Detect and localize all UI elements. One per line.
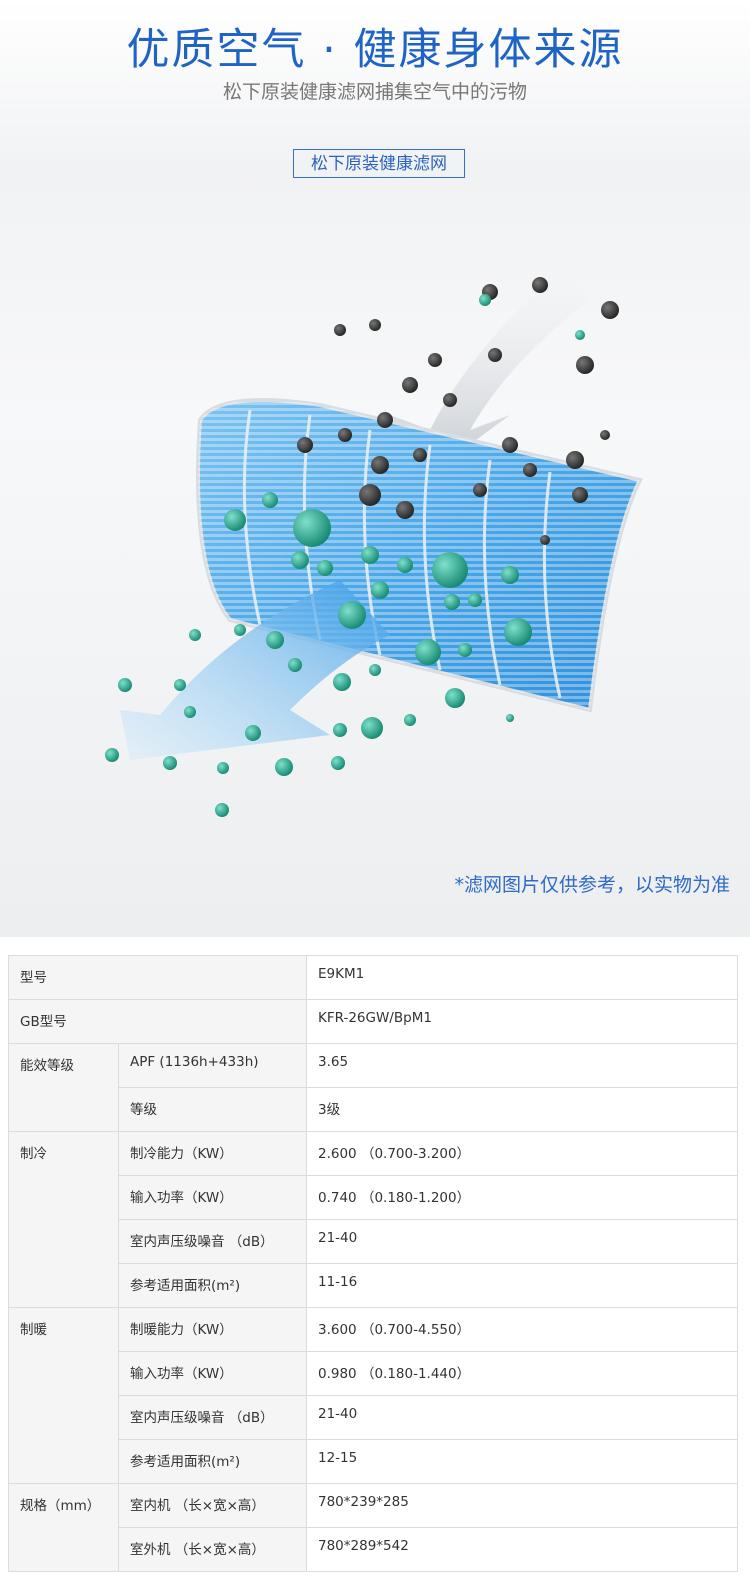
table-row: 室内声压级噪音 （dB） 21-40 — [9, 1219, 738, 1264]
outdoor-size-label: 室外机 （长×宽×高） — [118, 1527, 307, 1572]
outdoor-size-value: 780*289*542 — [306, 1527, 738, 1572]
grade-value: 3级 — [306, 1087, 738, 1132]
cooling-power-value: 0.740 （0.180-1.200） — [306, 1175, 738, 1220]
cooling-area-label: 参考适用面积(m²) — [118, 1263, 307, 1308]
heating-capacity-value: 3.600 （0.700-4.550） — [306, 1307, 738, 1352]
gb-model-value: KFR-26GW/BpM1 — [306, 999, 738, 1044]
indoor-size-value: 780*239*285 — [306, 1483, 738, 1528]
filter-badge: 松下原装健康滤网 — [293, 149, 465, 178]
table-row: 制冷 制冷能力（KW） 2.600 （0.700-3.200） — [8, 1131, 738, 1308]
grade-label: 等级 — [118, 1087, 307, 1132]
table-row: 室外机 （长×宽×高） 780*289*542 — [9, 1527, 738, 1572]
spec-table: 型号 E9KM1 GB型号 KFR-26GW/BpM1 能效等级 APF (11… — [8, 955, 738, 1572]
clean-particles — [105, 294, 585, 817]
table-row: 参考适用面积(m²) 12-15 — [9, 1439, 738, 1484]
model-label: 型号 — [8, 955, 307, 1000]
hero-section: 优质空气 · 健康身体来源 松下原装健康滤网捕集空气中的污物 松下原装健康滤网 — [0, 0, 750, 937]
hero-title: 优质空气 · 健康身体来源 — [126, 25, 624, 75]
apf-label: APF (1136h+433h) — [118, 1043, 307, 1088]
table-row: 参考适用面积(m²) 11-16 — [9, 1263, 738, 1308]
table-row: 规格（mm） 室内机 （长×宽×高） 780*239*285 — [8, 1483, 738, 1572]
heating-power-value: 0.980 （0.180-1.440） — [306, 1351, 738, 1396]
image-disclaimer: *滤网图片仅供参考，以实物为准 — [454, 874, 730, 896]
model-value: E9KM1 — [306, 955, 738, 1000]
cooling-noise-value: 21-40 — [306, 1219, 738, 1264]
heating-noise-value: 21-40 — [306, 1395, 738, 1440]
table-row: 等级 3级 — [9, 1087, 738, 1132]
table-row: GB型号 KFR-26GW/BpM1 — [8, 999, 738, 1044]
energy-category: 能效等级 — [8, 1043, 119, 1132]
indoor-size-label: 室内机 （长×宽×高） — [118, 1483, 307, 1528]
heating-category: 制暖 — [8, 1307, 119, 1484]
heating-area-value: 12-15 — [306, 1439, 738, 1484]
table-row: 输入功率（KW） 0.740 （0.180-1.200） — [9, 1175, 738, 1220]
apf-value: 3.65 — [306, 1043, 738, 1088]
size-category: 规格（mm） — [8, 1483, 119, 1572]
heating-power-label: 输入功率（KW） — [118, 1351, 307, 1396]
dirty-particles — [297, 277, 619, 545]
table-row: 型号 E9KM1 — [8, 955, 738, 1000]
hero-subtitle: 松下原装健康滤网捕集空气中的污物 — [222, 81, 527, 103]
table-row: 能效等级 APF (1136h+433h) 3.65 — [8, 1043, 738, 1132]
cooling-noise-label: 室内声压级噪音 （dB） — [118, 1219, 307, 1264]
cooling-power-label: 输入功率（KW） — [118, 1175, 307, 1220]
heating-capacity-label: 制暖能力（KW） — [118, 1307, 307, 1352]
table-row: 制暖 制暖能力（KW） 3.600 （0.700-4.550） — [8, 1307, 738, 1484]
gb-model-label: GB型号 — [8, 999, 307, 1044]
cooling-area-value: 11-16 — [306, 1263, 738, 1308]
filter-illustration — [105, 270, 643, 817]
heating-noise-label: 室内声压级噪音 （dB） — [118, 1395, 307, 1440]
cooling-capacity-value: 2.600 （0.700-3.200） — [306, 1131, 738, 1176]
heating-area-label: 参考适用面积(m²) — [118, 1439, 307, 1484]
cooling-capacity-label: 制冷能力（KW） — [118, 1131, 307, 1176]
table-row: 室内声压级噪音 （dB） 21-40 — [9, 1395, 738, 1440]
cooling-category: 制冷 — [8, 1131, 119, 1308]
table-row: 输入功率（KW） 0.980 （0.180-1.440） — [9, 1351, 738, 1396]
incoming-air-arrow — [390, 270, 590, 470]
